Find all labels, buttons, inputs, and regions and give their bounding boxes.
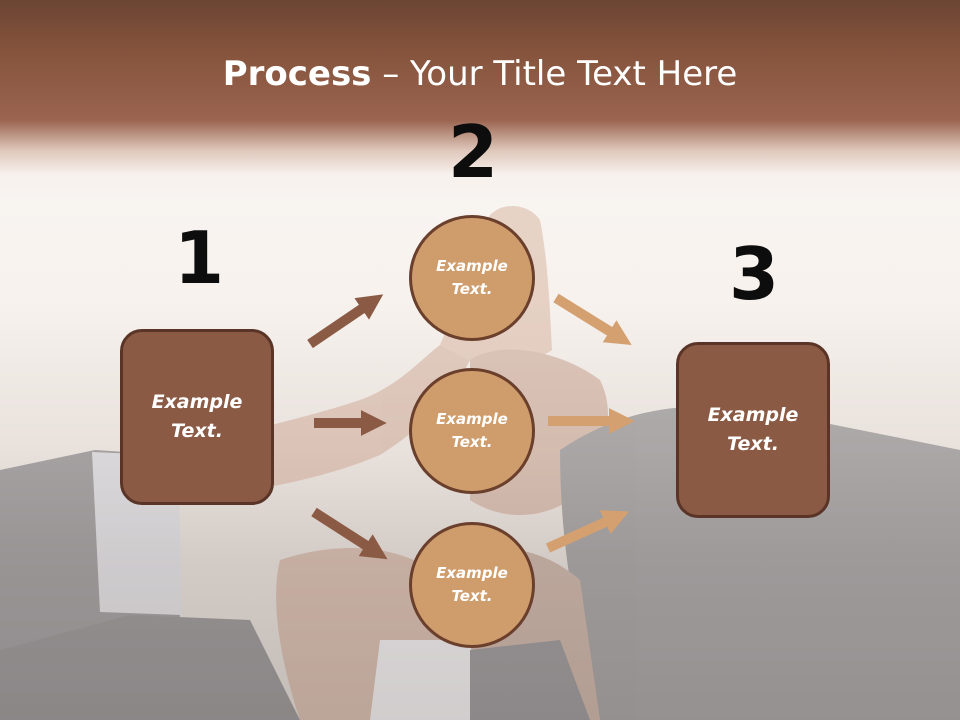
arrow-circle-bottom-to-box3 <box>545 510 629 553</box>
circle-bottom-line-2: Text. <box>451 587 493 605</box>
box-left-line-1: Example <box>151 391 243 413</box>
title-rest-part: – Your Title Text Here <box>371 54 738 94</box>
circle-top-line-2: Text. <box>451 280 493 298</box>
step-circle-middle: Example Text. <box>409 368 535 494</box>
step-circle-top: Example Text. <box>409 215 535 341</box>
box-left-line-2: Text. <box>171 420 223 442</box>
step-number-2: 2 <box>447 110 499 194</box>
arrow-circle-top-to-box3 <box>553 293 632 345</box>
step-box-right: Example Text. <box>676 342 830 518</box>
arrow-box1-to-circle-top <box>307 294 384 349</box>
title-bold-part: Process <box>222 54 372 94</box>
circle-middle-line-1: Example <box>436 410 508 428</box>
circle-bottom-line-1: Example <box>436 564 508 582</box>
circle-top-line-1: Example <box>436 257 508 275</box>
step-number-3: 3 <box>728 232 780 316</box>
box-right-line-1: Example <box>707 404 799 426</box>
box-right-line-2: Text. <box>727 433 779 455</box>
slide-title: Process – Your Title Text Here <box>0 52 960 96</box>
step-circle-bottom: Example Text. <box>409 522 535 648</box>
step-number-1: 1 <box>173 216 225 300</box>
title-band <box>0 0 960 200</box>
step-box-left: Example Text. <box>120 329 274 505</box>
circle-middle-line-2: Text. <box>451 433 493 451</box>
arrow-box1-to-circle-bottom <box>311 507 388 560</box>
